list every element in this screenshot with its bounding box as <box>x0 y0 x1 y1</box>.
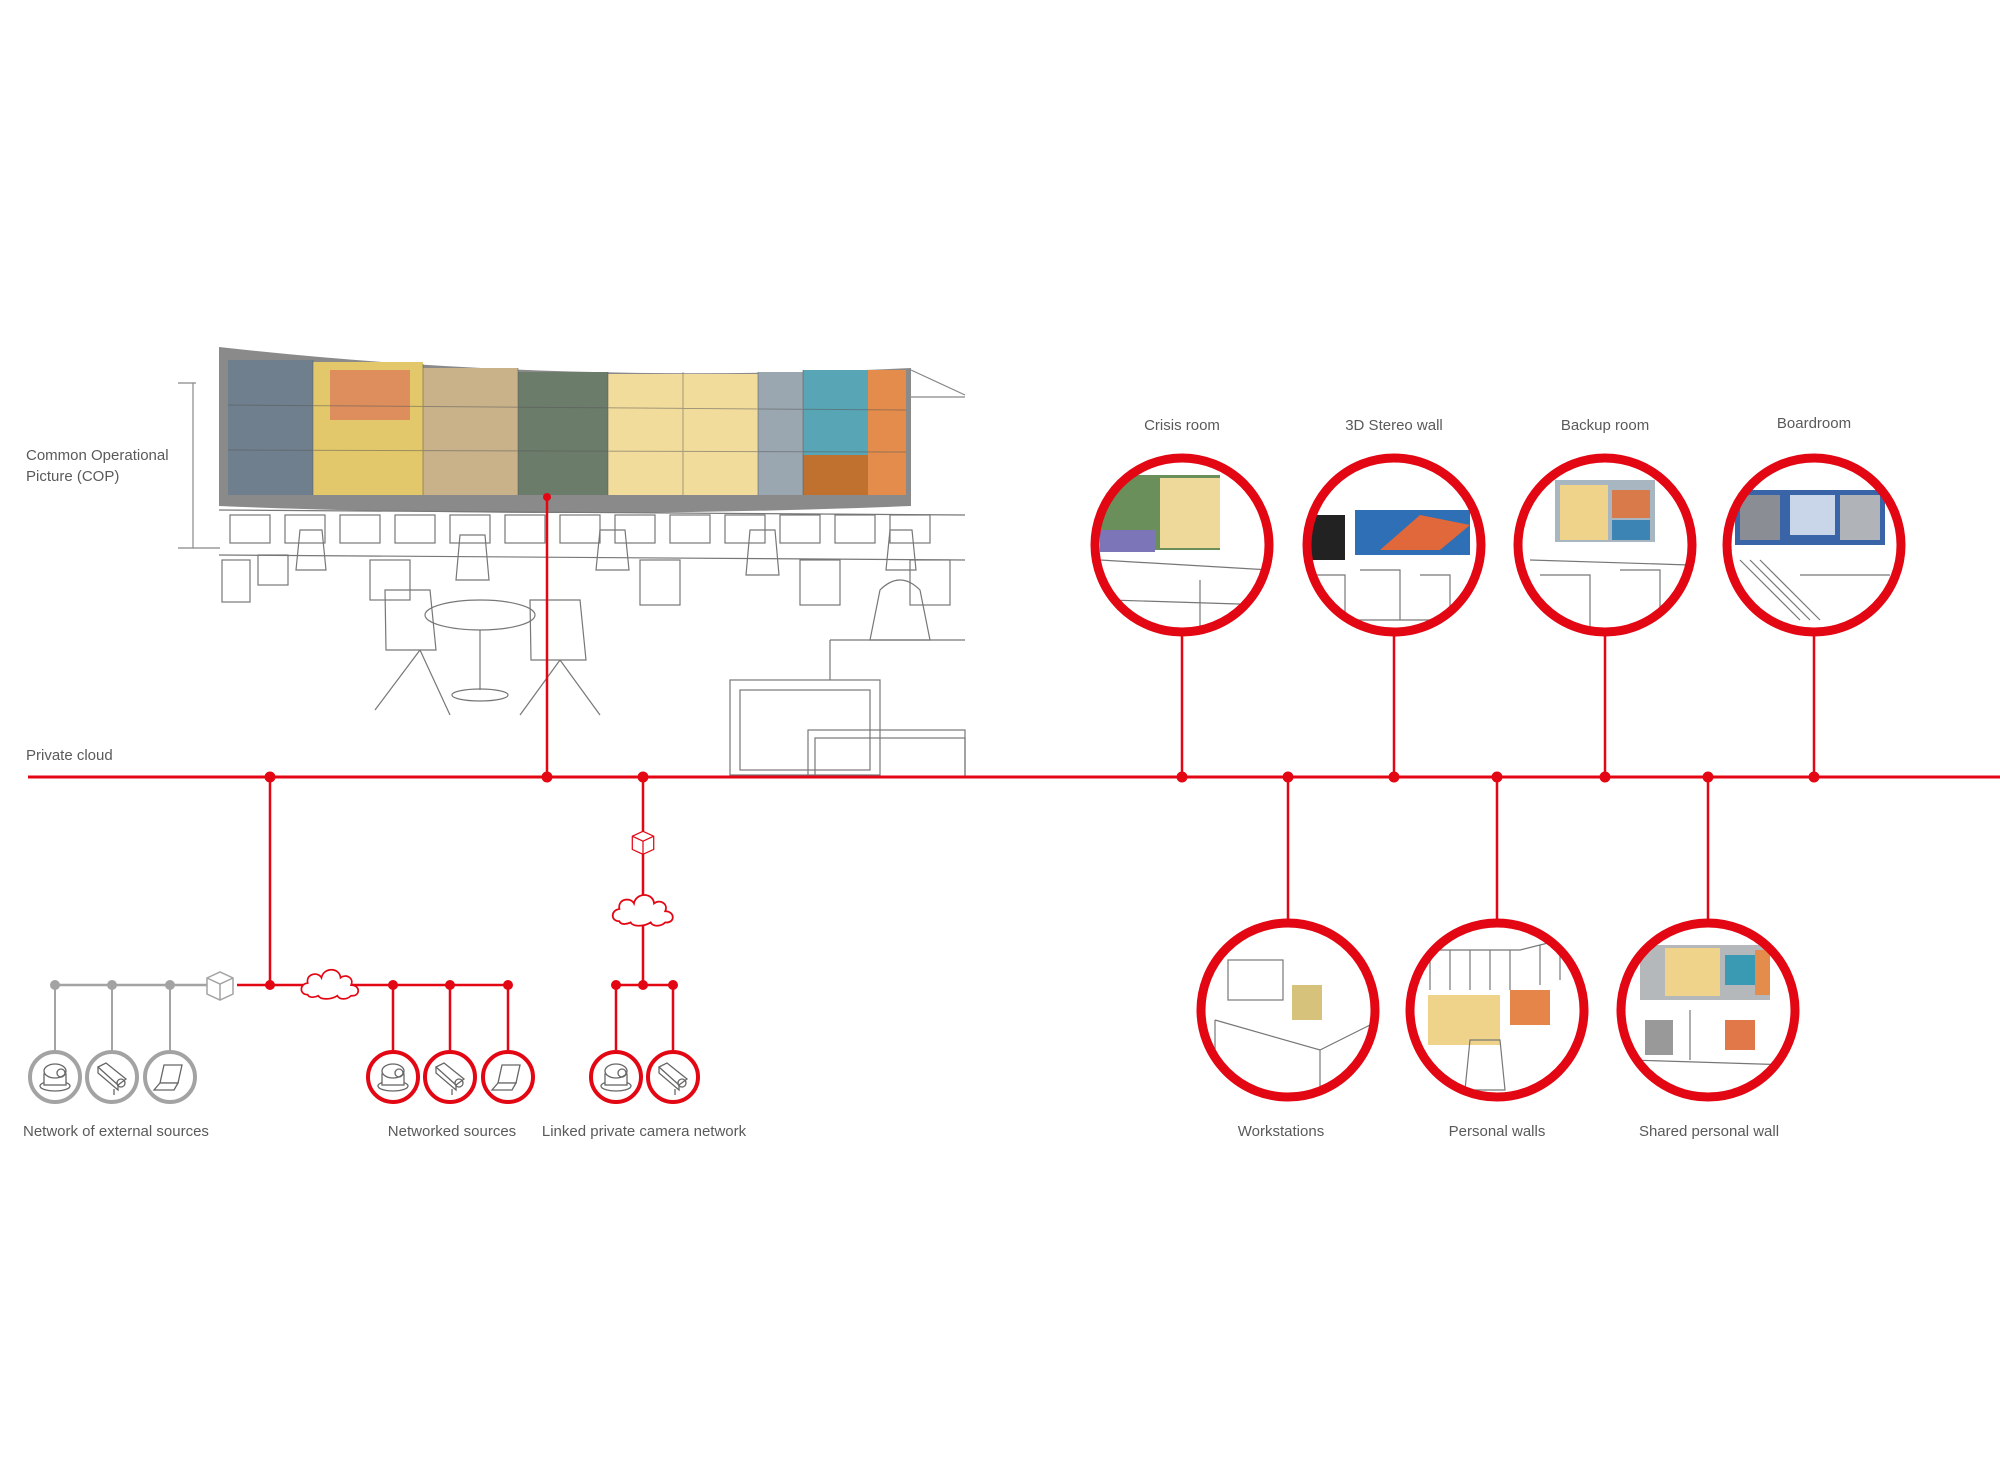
gateway-icon <box>631 830 655 856</box>
external-sources-label: Network of external sources <box>23 1123 209 1140</box>
private-camera-network-group: Linked private camera network <box>542 777 747 1140</box>
room-label: Backup room <box>1561 417 1649 434</box>
room-backup[interactable]: Backup room <box>1513 417 1697 777</box>
room-personal-walls[interactable]: Personal walls <box>1405 777 1590 1140</box>
cloud-icon <box>611 894 674 927</box>
cop-node <box>543 493 551 501</box>
private-camera-network-label: Linked private camera network <box>542 1123 747 1140</box>
room-crisis[interactable]: Crisis room <box>1090 417 1275 777</box>
room-label: Personal walls <box>1449 1123 1546 1140</box>
room-label: Shared personal wall <box>1639 1123 1779 1140</box>
room-label: 3D Stereo wall <box>1345 417 1443 434</box>
cop-label-line1: Common Operational <box>26 447 169 464</box>
cop-bracket <box>178 382 220 549</box>
cop-video-wall <box>219 347 966 513</box>
cop-label-line2: Picture (COP) <box>26 468 119 485</box>
external-gateway-icon <box>206 971 234 1001</box>
room-3d-stereo-wall[interactable]: 3D Stereo wall <box>1302 417 1486 777</box>
room-label: Workstations <box>1238 1123 1324 1140</box>
networked-sources-group: Networked sources <box>237 777 535 1140</box>
room-workstations[interactable]: Workstations <box>1196 777 1380 1140</box>
room-label: Boardroom <box>1777 415 1851 432</box>
networked-sources-label: Networked sources <box>388 1123 516 1140</box>
private-cloud-label: Private cloud <box>26 747 113 764</box>
control-room-sketch <box>218 509 966 778</box>
room-shared-personal-wall[interactable]: Shared personal wall <box>1616 777 1800 1140</box>
room-label: Crisis room <box>1144 417 1220 434</box>
room-boardroom[interactable]: Boardroom <box>1722 415 1906 777</box>
cloud-icon <box>300 968 360 1000</box>
external-sources-group: Network of external sources <box>23 971 234 1140</box>
